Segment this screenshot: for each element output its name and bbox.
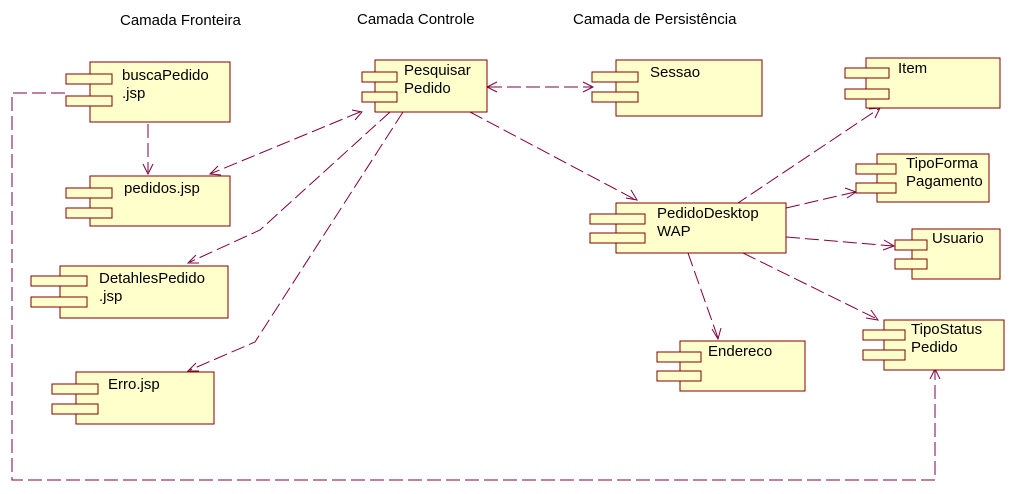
dep-pedidodesktop-tipoforma <box>785 191 856 209</box>
layer-label-persistencia: Camada de Persistência <box>573 11 737 28</box>
layer-label-fronteira: Camada Fronteira <box>120 12 242 29</box>
dep-busca-tipostatus <box>11 92 936 481</box>
arrow-head <box>625 189 638 201</box>
component-label: Pedido <box>911 339 958 356</box>
arrow-head <box>865 309 880 321</box>
component-tipo-forma-pagamento[interactable]: TipoForma Pagamento <box>855 153 990 203</box>
arrow-head <box>186 254 199 264</box>
dep-pesquisar-detalhes <box>189 111 391 263</box>
component-item[interactable]: Item <box>844 57 1001 109</box>
component-pesquisar-pedido[interactable]: Pesquisar Pedido <box>361 59 488 113</box>
component-label: buscaPedido <box>122 67 209 84</box>
component-pedido-desktop-wap[interactable]: PedidoDesktop WAP <box>589 202 787 254</box>
component-sessao[interactable]: Sessao <box>591 59 763 117</box>
arrow-head <box>142 163 154 176</box>
component-usuario[interactable]: Usuario <box>894 228 1001 280</box>
component-label: Endereco <box>708 343 772 360</box>
dep-pesquisar-pedidos <box>209 111 361 175</box>
component-label: WAP <box>657 223 691 240</box>
dep-pedidodesktop-endereco <box>687 252 719 339</box>
component-label: DetahlesPedido <box>99 270 205 287</box>
component-label: Erro.jsp <box>108 376 160 393</box>
arrow-head <box>186 362 199 372</box>
component-label: Usuario <box>932 230 984 247</box>
dep-pedidodesktop-usuario <box>785 236 894 247</box>
arrow-head <box>882 239 896 251</box>
arrow-head <box>711 327 722 341</box>
component-pedidos-jsp[interactable]: pedidos.jsp <box>65 175 231 227</box>
component-label: PedidoDesktop <box>657 205 759 222</box>
component-label: Pedido <box>404 80 451 97</box>
component-erro-jsp[interactable]: Erro.jsp <box>51 371 215 425</box>
dep-pesquisar-erro <box>189 111 404 371</box>
component-tipo-status-pedido[interactable]: TipoStatus Pedido <box>862 319 1005 371</box>
component-label: Pagamento <box>906 173 983 190</box>
component-detalhes-pedido[interactable]: DetahlesPedido .jsp <box>30 265 229 319</box>
component-label: TipoForma <box>906 155 979 172</box>
dependencies <box>11 81 941 481</box>
dep-pedidodesktop-tipostatus <box>742 252 878 320</box>
component-label: pedidos.jsp <box>124 180 200 197</box>
component-busca-pedido[interactable]: buscaPedido .jsp <box>65 61 231 123</box>
arrow-head <box>208 165 222 176</box>
dep-pesquisar-pedidodesktop <box>469 111 637 201</box>
layer-label-controle: Camada Controle <box>357 11 475 28</box>
component-label: Pesquisar <box>404 62 471 79</box>
component-label: Item <box>898 60 927 77</box>
dep-pedidodesktop-item <box>734 107 881 206</box>
arrow-head <box>582 81 595 93</box>
component-label: Sessao <box>650 64 700 81</box>
component-endereco[interactable]: Endereco <box>656 340 806 392</box>
component-label: .jsp <box>122 85 145 102</box>
component-label: .jsp <box>99 288 122 305</box>
arrow-head <box>351 109 363 121</box>
component-label: TipoStatus <box>911 321 982 338</box>
